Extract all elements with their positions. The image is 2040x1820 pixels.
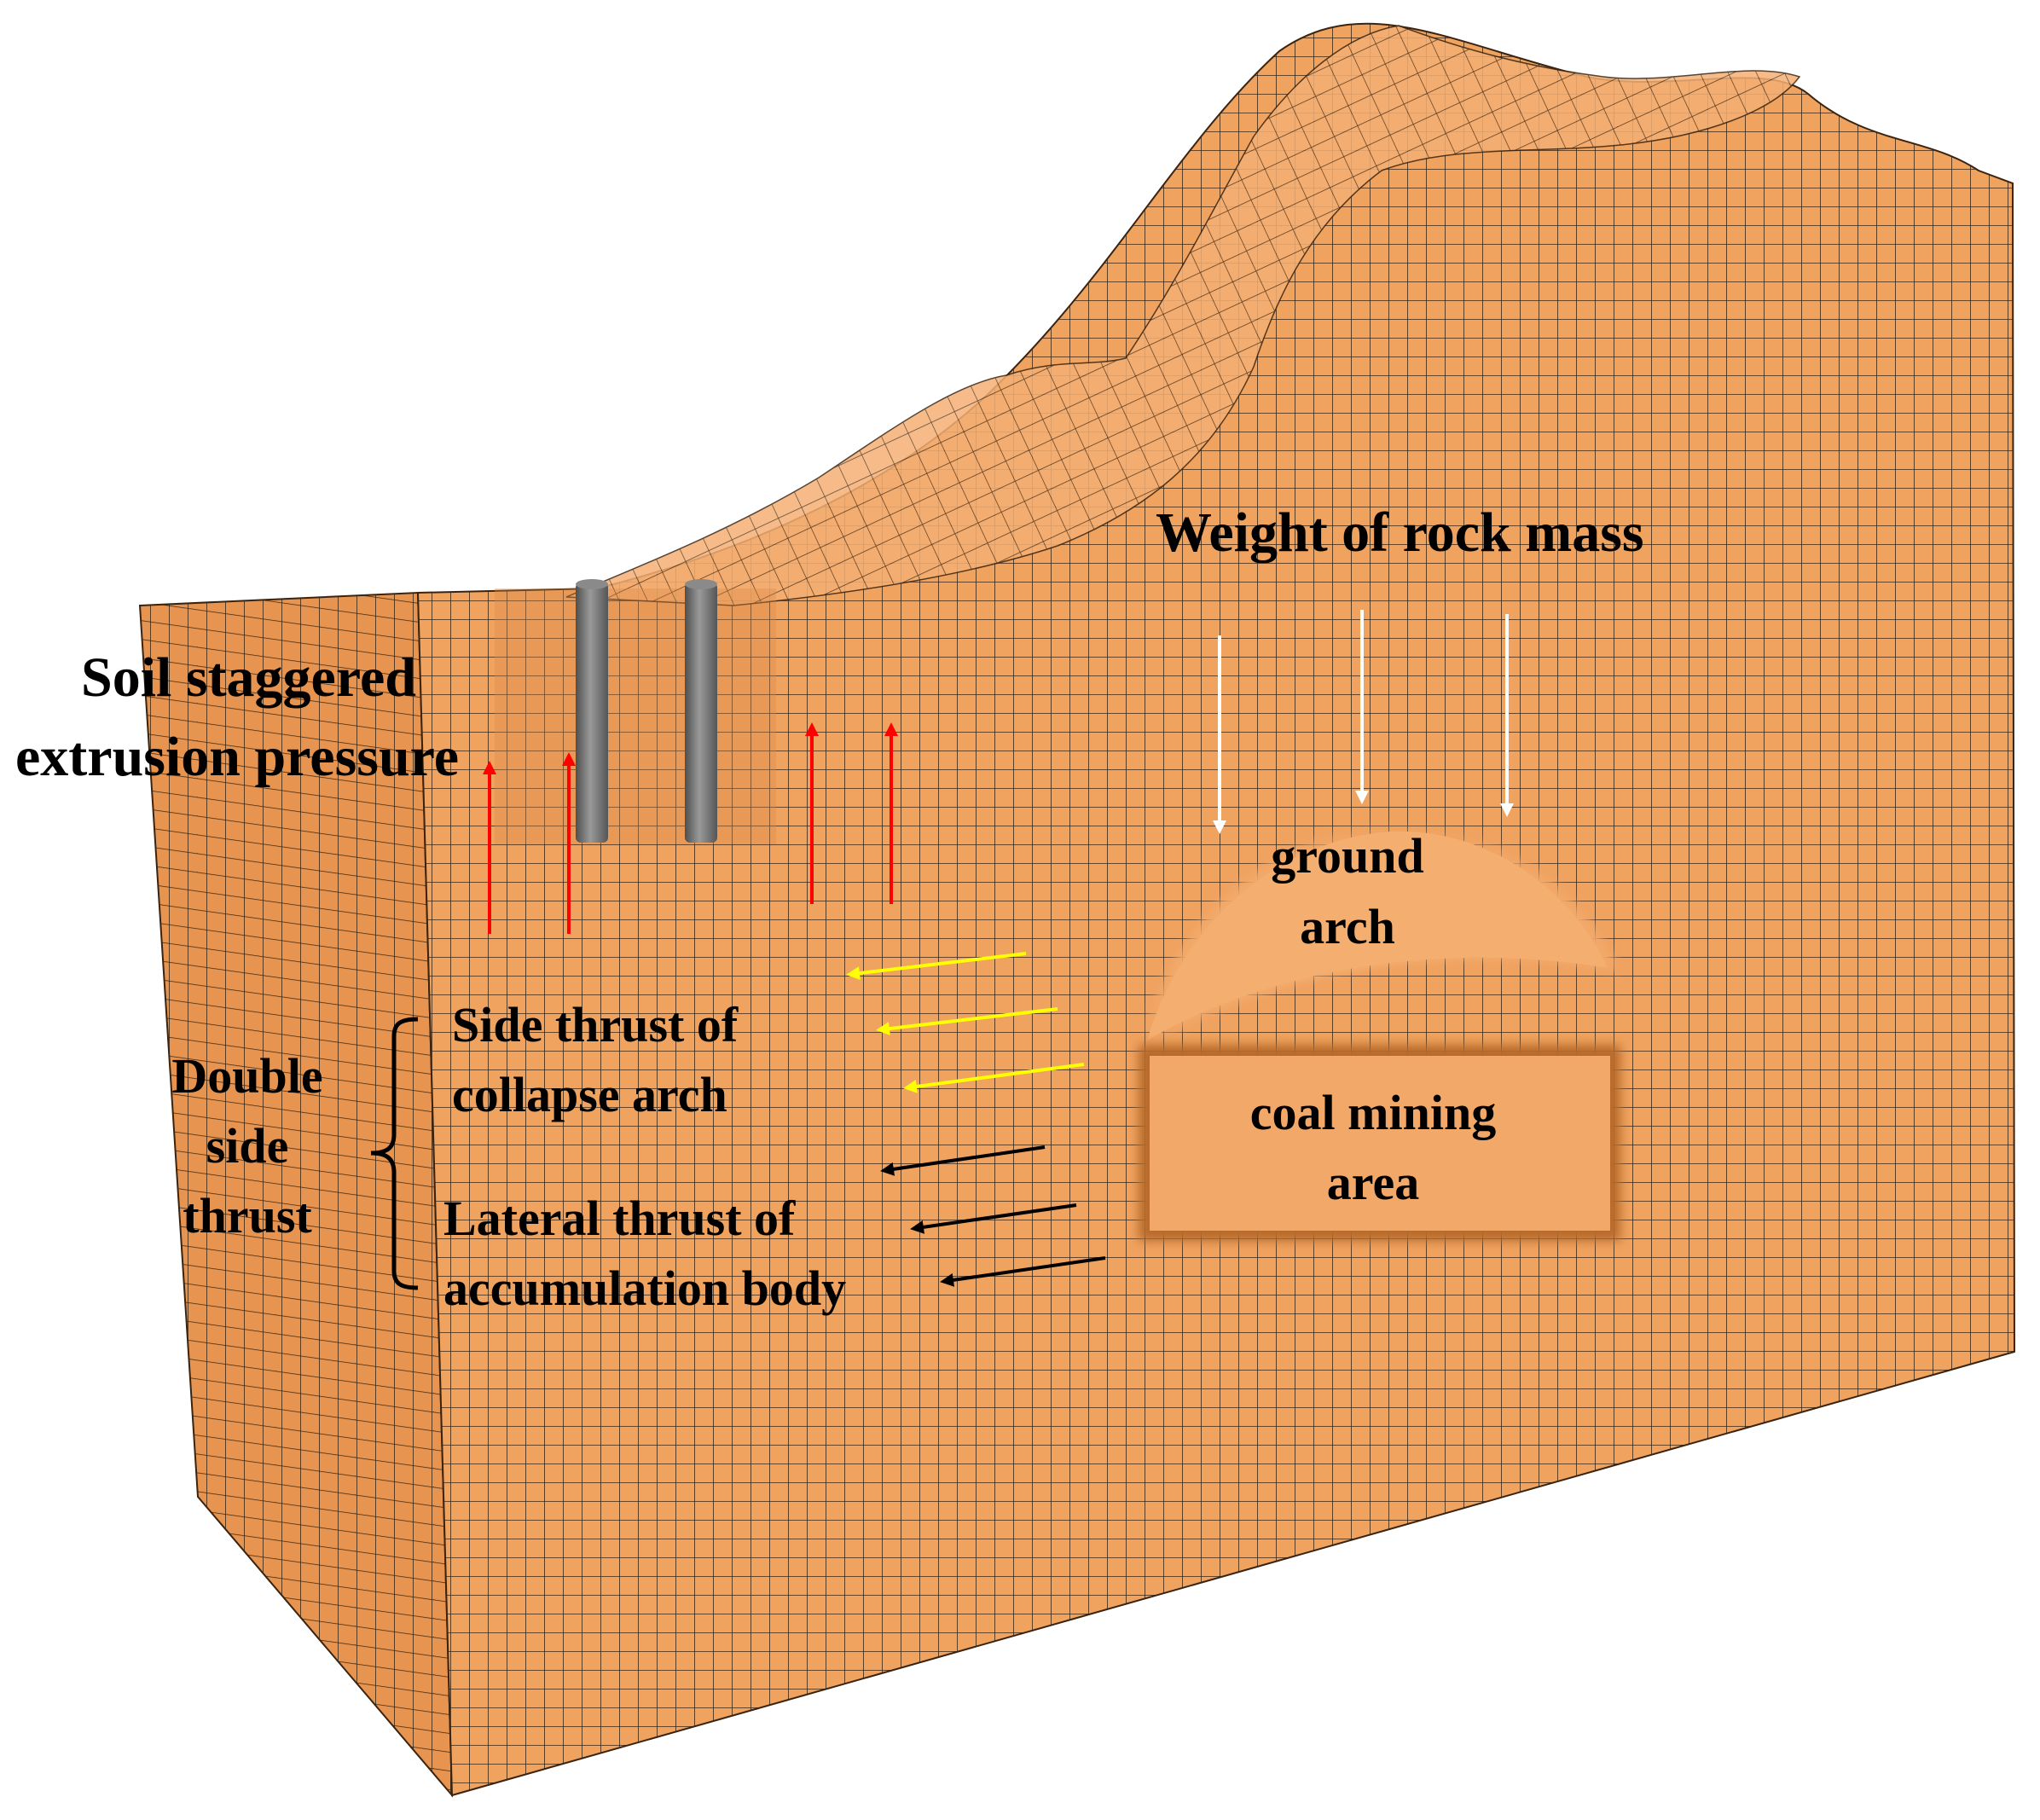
label-extrusion-pressure: extrusion pressure <box>15 726 460 788</box>
ground-arch-body <box>1147 831 1608 1040</box>
double-thrust-brace <box>370 1017 419 1290</box>
label-lateral-thrust-of: Lateral thrust of <box>443 1191 796 1246</box>
hill-top-surface <box>565 25 1801 606</box>
coal-mining-area <box>1150 1056 1610 1231</box>
black-arrow-1 <box>880 1145 1046 1176</box>
label-arch: arch <box>1300 899 1395 954</box>
label-double: Double <box>171 1048 323 1104</box>
label-weight-of-rock-mass: Weight of rock mass <box>1156 501 1644 564</box>
label-soil-staggered: Soil staggered <box>81 646 416 709</box>
label-area: area <box>1326 1155 1420 1210</box>
yellow-arrow-1 <box>846 952 1027 981</box>
label-coal-mining: coal mining <box>1249 1085 1497 1140</box>
pile-right <box>685 579 717 843</box>
label-side-thrust-of: Side thrust of <box>452 997 739 1052</box>
label-side: side <box>206 1118 289 1174</box>
label-thrust: thrust <box>183 1188 312 1243</box>
dense-mesh-zone <box>495 588 776 844</box>
yellow-arrow-2 <box>876 1007 1058 1036</box>
label-ground: ground <box>1271 828 1424 884</box>
black-arrow-3 <box>940 1256 1106 1287</box>
yellow-arrow-3 <box>903 1063 1085 1093</box>
label-collapse-arch: collapse arch <box>452 1067 727 1122</box>
label-accumulation-body: accumulation body <box>443 1261 847 1316</box>
black-arrow-2 <box>910 1203 1077 1234</box>
pile-left <box>576 579 608 843</box>
